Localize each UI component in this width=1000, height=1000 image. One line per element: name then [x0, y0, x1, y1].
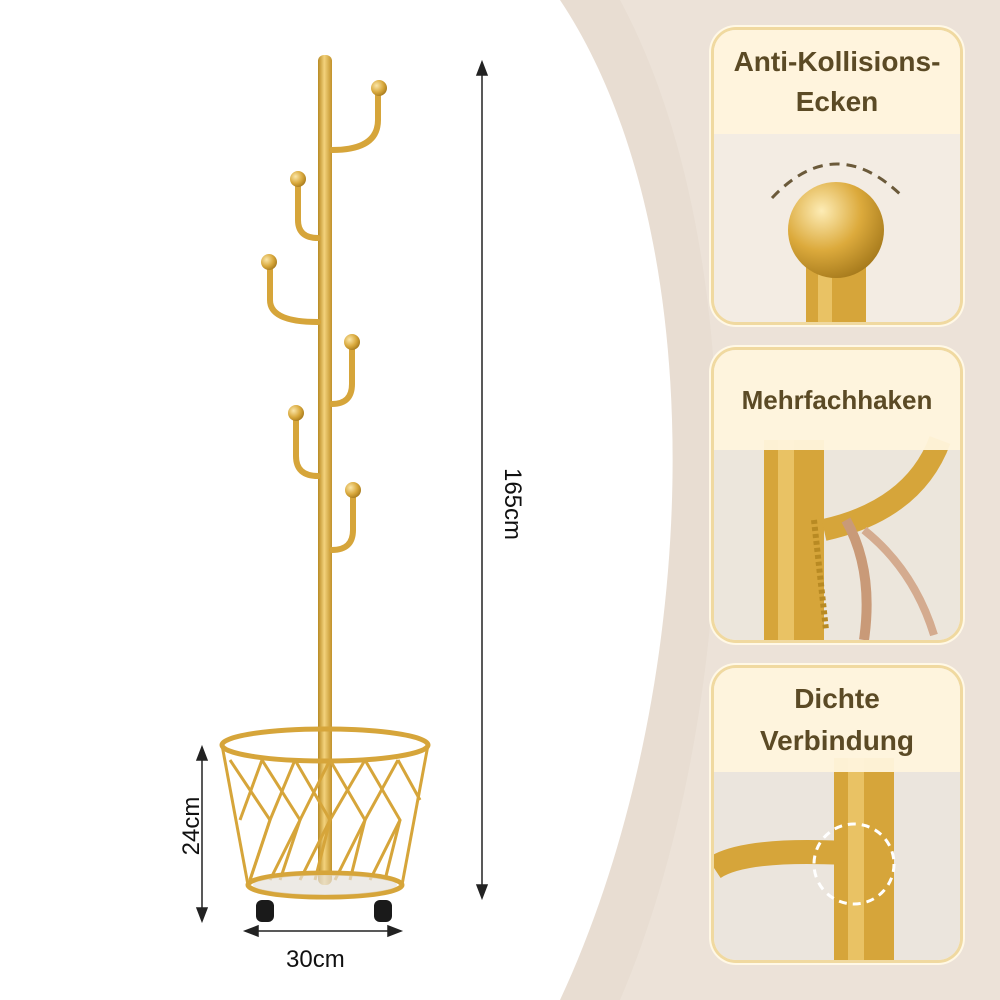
width-label: 30cm — [286, 946, 345, 973]
dimension-lines — [195, 59, 489, 938]
feature-card-anti-collision: Anti-Kollisions- Ecken — [714, 30, 960, 322]
feature-title: Mehrfachhaken — [714, 350, 960, 450]
height-label: 165cm — [499, 467, 526, 541]
feature-title-line2: Verbindung — [760, 725, 914, 756]
hooks — [267, 89, 381, 553]
base-height-label: 24cm — [178, 796, 205, 856]
wheels — [256, 900, 392, 922]
basket — [219, 726, 431, 900]
feature-title-line1: Dichte — [794, 683, 880, 714]
feature-title-line1: Mehrfachhaken — [741, 384, 933, 415]
feature-title-line1: Anti-Kollisions- — [733, 46, 941, 77]
feature-title: Dichte Verbindung — [714, 668, 960, 772]
feature-card-multi-hook: Mehrfachhaken — [714, 350, 960, 640]
feature-card-tight-joint: Dichte Verbindung — [714, 668, 960, 960]
feature-title-line2: Ecken — [795, 86, 879, 117]
hook-balls — [261, 80, 387, 498]
main-pole — [318, 55, 332, 885]
feature-title: Anti-Kollisions- Ecken — [714, 30, 960, 134]
